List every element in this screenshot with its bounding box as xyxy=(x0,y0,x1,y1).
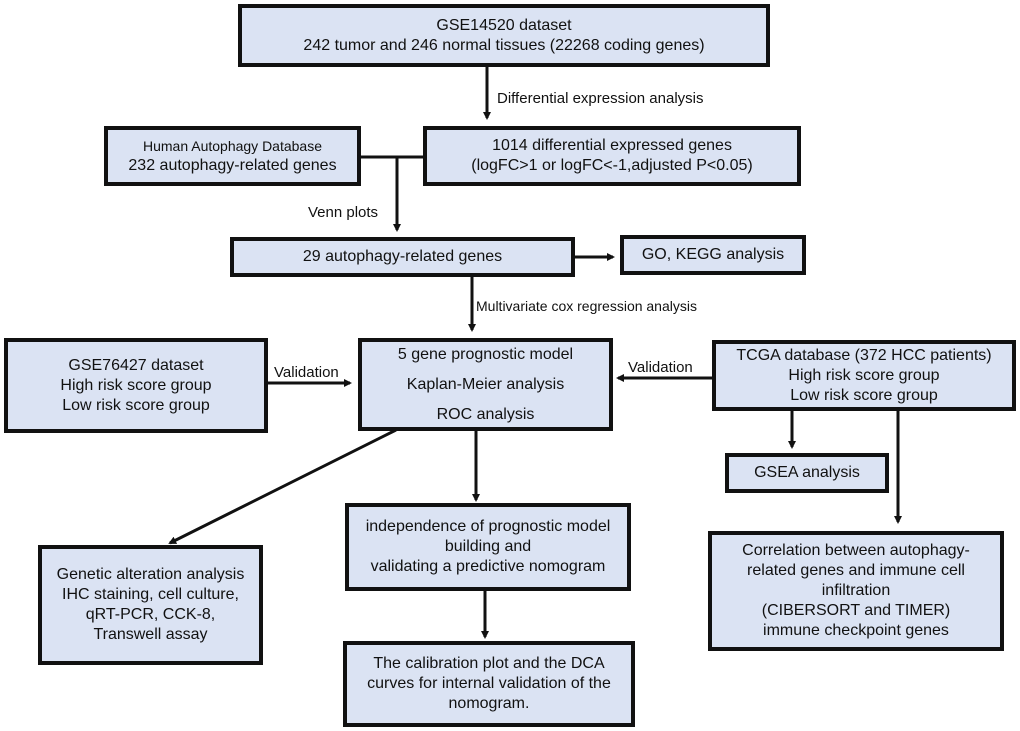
node-text: nomogram. xyxy=(448,695,530,712)
node-text: immune checkpoint genes xyxy=(763,622,949,639)
node-calibration: The calibration plot and the DCA curves … xyxy=(343,641,635,727)
node-text: curves for internal validation of the xyxy=(367,675,611,692)
node-gse76427: GSE76427 dataset High risk score group L… xyxy=(4,338,268,433)
node-text: infiltration xyxy=(821,582,891,599)
node-text: Low risk score group xyxy=(62,396,210,414)
arrow-model-to-genetic xyxy=(168,428,397,545)
node-text: Transwell assay xyxy=(93,626,208,643)
node-text: qRT-PCR, CCK-8, xyxy=(85,606,216,623)
node-text: The calibration plot and the DCA xyxy=(373,655,605,672)
node-gse14520: GSE14520 dataset 242 tumor and 246 norma… xyxy=(238,4,770,67)
node-text: building and xyxy=(444,538,532,555)
node-text: GSE76427 dataset xyxy=(68,356,204,374)
label-validation-right: Validation xyxy=(628,359,693,376)
node-human-autophagy-db: Human Autophagy Database 232 autophagy-r… xyxy=(104,126,361,186)
node-text: 1014 differential expressed genes xyxy=(492,137,732,154)
label-validation-left: Validation xyxy=(274,364,339,381)
node-text: High risk score group xyxy=(60,376,212,394)
node-text: TCGA database (372 HCC patients) xyxy=(736,346,992,364)
label-cox-regression: Multivariate cox regression analysis xyxy=(476,298,697,314)
label-differential-expression: Differential expression analysis xyxy=(497,90,704,107)
node-text: ROC analysis xyxy=(436,405,535,423)
node-text: validating a predictive nomogram xyxy=(370,558,606,575)
node-independence: independence of prognostic model buildin… xyxy=(345,503,631,591)
node-text: 242 tumor and 246 normal tissues (22268 … xyxy=(303,36,705,54)
node-text: Genetic alteration analysis xyxy=(56,566,245,583)
node-text: GSE14520 dataset xyxy=(436,16,572,34)
node-tcga: TCGA database (372 HCC patients) High ri… xyxy=(712,340,1016,411)
node-text: 232 autophagy-related genes xyxy=(128,157,337,174)
node-immune-correlation: Correlation between autophagy- related g… xyxy=(708,531,1004,651)
node-text: (CIBERSORT and TIMER) xyxy=(761,602,951,619)
node-genetic-alteration: Genetic alteration analysis IHC staining… xyxy=(38,545,263,665)
node-text: Correlation between autophagy- xyxy=(742,542,970,559)
node-text: Low risk score group xyxy=(790,386,938,404)
node-text: GO, KEGG analysis xyxy=(641,246,785,263)
node-text: (logFC>1 or logFC<-1,adjusted P<0.05) xyxy=(471,157,753,174)
node-text: GSEA analysis xyxy=(754,464,860,481)
node-gsea: GSEA analysis xyxy=(725,453,889,493)
node-text: Kaplan-Meier analysis xyxy=(406,375,565,393)
node-text: related genes and immune cell xyxy=(747,562,965,579)
node-prognostic-model: 5 gene prognostic model Kaplan-Meier ana… xyxy=(358,338,613,431)
node-text: 5 gene prognostic model xyxy=(397,345,574,363)
node-29-autophagy-genes: 29 autophagy-related genes xyxy=(230,237,575,277)
node-text: independence of prognostic model xyxy=(365,518,611,535)
node-text: Human Autophagy Database xyxy=(142,138,322,154)
node-text: High risk score group xyxy=(788,366,940,384)
node-text: IHC staining, cell culture, xyxy=(62,586,239,603)
node-differential-genes: 1014 differential expressed genes (logFC… xyxy=(423,126,801,186)
node-go-kegg: GO, KEGG analysis xyxy=(620,235,806,275)
node-text: 29 autophagy-related genes xyxy=(302,248,503,265)
label-venn-plots: Venn plots xyxy=(308,204,379,221)
